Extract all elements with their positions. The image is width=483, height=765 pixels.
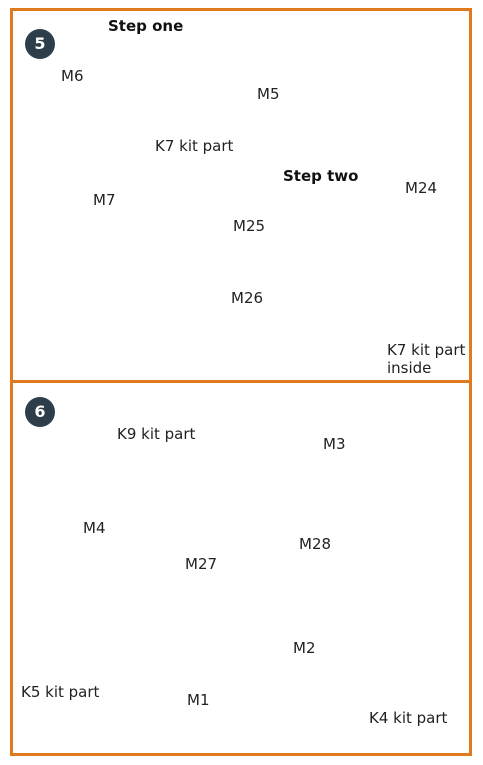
label-m4: M4 [83,519,106,537]
label-m24: M24 [405,179,438,197]
step-5-panel: 5 Step one Step two M6 M5 K7 kit part M7… [10,8,472,386]
label-m1: M1 [187,691,210,709]
label-k7-inside-line1: K7 kit part [387,341,466,359]
label-k9: K9 kit part [117,425,196,443]
label-m7: M7 [93,191,116,209]
label-m3: M3 [323,435,346,453]
label-k5: K5 kit part [21,683,100,701]
label-m27: M27 [185,555,218,573]
label-m26: M26 [231,289,264,307]
label-k7: K7 kit part [155,137,234,155]
step-one-heading: Step one [108,17,184,35]
label-m25: M25 [233,217,266,235]
label-k7-inside-line2: inside [387,359,432,377]
label-m28: M28 [299,535,332,553]
label-m5: M5 [257,85,280,103]
label-m6: M6 [61,67,84,85]
step-6-panel: 6 K9 kit part M3 M4 M27 M28 K5 kit part … [10,380,472,756]
label-k4: K4 kit part [369,709,448,727]
step-number-badge: 6 [25,397,55,427]
step-two-heading: Step two [283,167,359,185]
label-m2: M2 [293,639,316,657]
step-number-badge: 5 [25,29,55,59]
